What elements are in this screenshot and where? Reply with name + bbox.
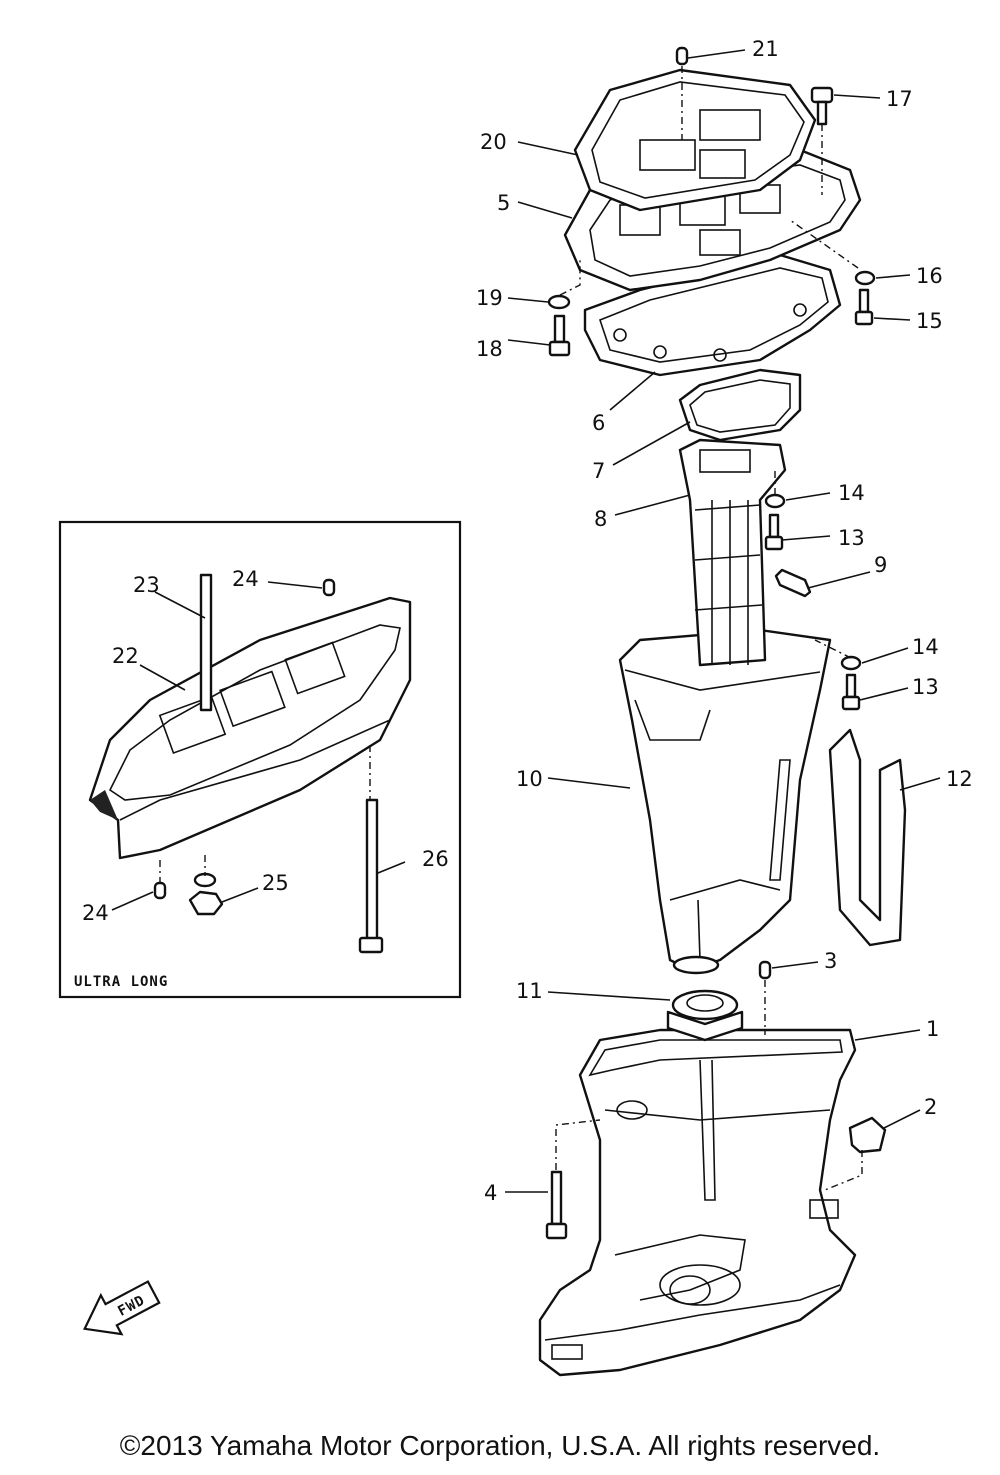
bolt-15 <box>854 288 874 326</box>
mount-ring-part <box>666 989 744 1042</box>
callout-21: 21 <box>752 37 779 61</box>
pin-24b <box>153 881 167 900</box>
oil-pan-part <box>618 628 832 975</box>
gasket-7-part <box>678 368 802 442</box>
callout-10: 10 <box>516 767 543 791</box>
nut-25 <box>188 890 224 916</box>
callout-19: 19 <box>476 286 503 310</box>
washer-14a <box>764 493 786 509</box>
callout-labels: 21 17 20 5 16 15 19 18 6 7 8 14 13 9 14 … <box>74 37 973 1205</box>
callout-8: 8 <box>594 507 607 531</box>
leader-lines <box>505 49 941 1193</box>
gasket-20-part <box>573 68 817 212</box>
cap-2 <box>848 1116 887 1154</box>
callout-14a: 14 <box>838 481 865 505</box>
callout-4: 4 <box>484 1181 497 1205</box>
pin-21 <box>675 46 689 66</box>
bolt-26 <box>365 798 379 942</box>
washer-16 <box>854 270 876 286</box>
callout-16: 16 <box>916 264 943 288</box>
bolt-18 <box>548 314 571 357</box>
callout-13b: 13 <box>912 675 939 699</box>
callout-22: 22 <box>112 644 139 668</box>
ultra-long-inset <box>58 520 462 999</box>
alignment-lines <box>555 66 863 1191</box>
copyright-notice: ©2013 Yamaha Motor Corporation, U.S.A. A… <box>119 1430 881 1461</box>
callout-17: 17 <box>886 87 913 111</box>
callout-25: 25 <box>262 871 289 895</box>
pin-24a <box>322 578 336 597</box>
callout-13a: 13 <box>838 526 865 550</box>
callout-11: 11 <box>516 979 543 1003</box>
callout-7: 7 <box>592 459 605 483</box>
gasket-6-part <box>583 253 842 377</box>
callout-18: 18 <box>476 337 503 361</box>
spacer-22-part <box>88 596 412 860</box>
pin-3 <box>758 960 772 980</box>
forward-direction-arrow: FWD <box>83 1280 161 1336</box>
washer-14b <box>840 655 862 671</box>
callout-12: 12 <box>946 767 973 791</box>
callout-5: 5 <box>497 191 510 215</box>
seal-strip-part <box>828 728 907 947</box>
upper-casing-part <box>538 1028 857 1377</box>
callout-26: 26 <box>422 847 449 871</box>
callout-15: 15 <box>916 309 943 333</box>
bolt-4 <box>545 1170 568 1240</box>
bolt-13b <box>841 673 861 711</box>
muffler-part <box>678 438 787 667</box>
callout-2: 2 <box>924 1095 937 1119</box>
bolt-13a <box>764 513 784 551</box>
callout-24b: 24 <box>82 901 109 925</box>
callout-20: 20 <box>480 130 507 154</box>
clip-9 <box>774 568 812 598</box>
callout-14b: 14 <box>912 635 939 659</box>
stud-23 <box>199 573 213 712</box>
callout-6: 6 <box>592 411 605 435</box>
washer-19 <box>547 294 571 310</box>
callout-9: 9 <box>874 553 887 577</box>
inset-title: ULTRA LONG <box>74 974 168 990</box>
callout-23: 23 <box>133 573 160 597</box>
callout-24a: 24 <box>232 567 259 591</box>
callout-1: 1 <box>926 1017 939 1041</box>
callout-3: 3 <box>824 949 837 973</box>
